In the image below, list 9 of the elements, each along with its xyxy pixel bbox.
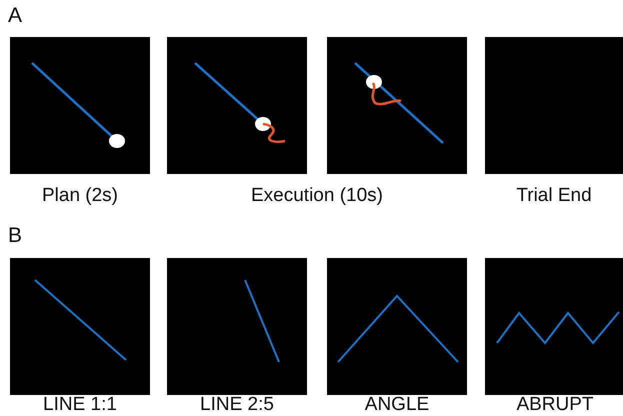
condition-label: LINE 2:5 [200,394,274,416]
phase-label: Execution (10s) [251,185,383,207]
panel-letter: A [8,4,22,28]
panel-letter: B [8,224,22,248]
condition-label: ANGLE [364,394,430,416]
phase-label: Trial End [516,185,592,207]
phase-label: Plan (2s) [42,185,118,207]
condition-label: LINE 1:1 [43,394,117,416]
condition-label: ABRUPT [516,394,594,416]
